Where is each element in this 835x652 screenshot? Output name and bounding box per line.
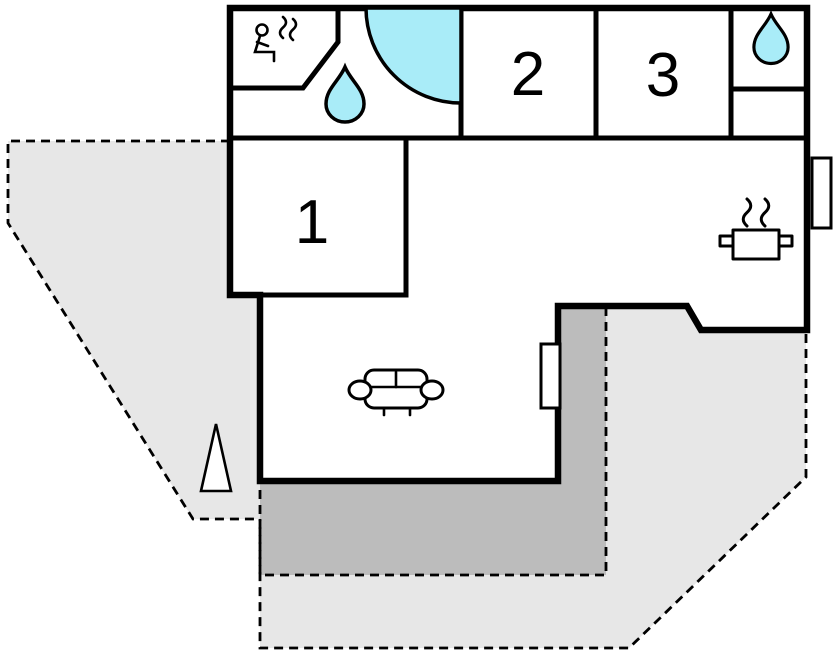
building-floor <box>230 8 807 481</box>
water-drop-shape <box>752 10 790 66</box>
sauna-icon <box>253 15 298 63</box>
sauna-person-head <box>255 23 269 37</box>
window-icon <box>810 156 833 230</box>
steam-line <box>759 197 771 228</box>
water-drop-shape <box>324 62 366 124</box>
pot-body <box>731 228 781 261</box>
water-drop-icon <box>752 10 790 66</box>
room-1-label: 1 <box>295 188 329 257</box>
sofa-armrest <box>419 379 445 401</box>
terrace-dark-border <box>258 307 608 577</box>
tree-icon <box>199 423 233 493</box>
terrace-dark-area <box>260 306 606 575</box>
terrace-bottom-border <box>258 334 808 650</box>
interior-walls <box>227 5 810 298</box>
terrace-left-border <box>6 139 260 521</box>
sauna-person-arm <box>255 40 270 48</box>
room-3-label: 3 <box>646 41 680 110</box>
shower-icon <box>364 6 463 105</box>
window-icon <box>539 342 562 410</box>
room-2-label: 2 <box>511 40 545 109</box>
wall <box>227 5 341 91</box>
sofa-armrest <box>347 379 373 401</box>
sauna-person-body <box>253 34 276 63</box>
sauna-steam-line <box>278 15 288 40</box>
sauna-steam-line <box>288 17 298 42</box>
sofa-icon <box>347 368 445 417</box>
water-drop-icon <box>324 62 366 124</box>
terrace-left-area <box>8 141 260 519</box>
stove-icon <box>718 197 794 261</box>
steam-line <box>741 197 753 228</box>
